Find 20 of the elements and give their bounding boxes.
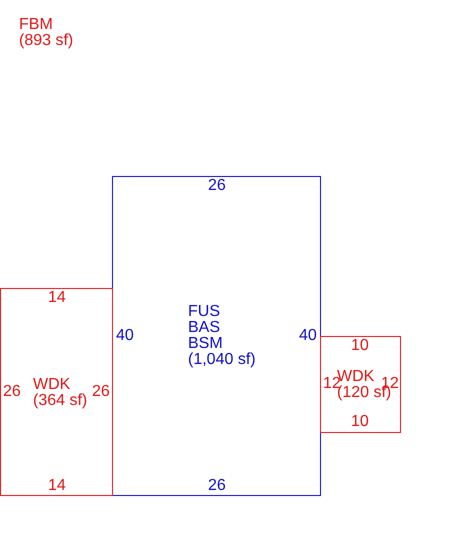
- area-label: BSM: [188, 336, 223, 352]
- dimension-label: 40: [116, 328, 134, 344]
- dimension-label: 14: [48, 478, 66, 494]
- deck-outline: [0, 288, 113, 496]
- dimension-label: 26: [208, 478, 226, 494]
- area-label: FUS: [188, 304, 220, 320]
- dimension-label: 14: [48, 290, 66, 306]
- area-label: FBM (893 sf): [19, 17, 74, 49]
- dimension-label: 26: [3, 384, 21, 400]
- area-label: BAS: [188, 320, 220, 336]
- dimension-label: 26: [92, 384, 110, 400]
- deck-outline: [320, 336, 401, 433]
- dimension-label: 10: [351, 338, 369, 354]
- area-label: (1,040 sf): [188, 352, 256, 368]
- area-label: (364 sf): [33, 393, 88, 409]
- area-label: WDK: [33, 377, 70, 393]
- building-outline: [112, 176, 321, 496]
- dimension-label: 40: [299, 328, 317, 344]
- dimension-label: 10: [351, 414, 369, 430]
- dimension-label: 26: [208, 178, 226, 194]
